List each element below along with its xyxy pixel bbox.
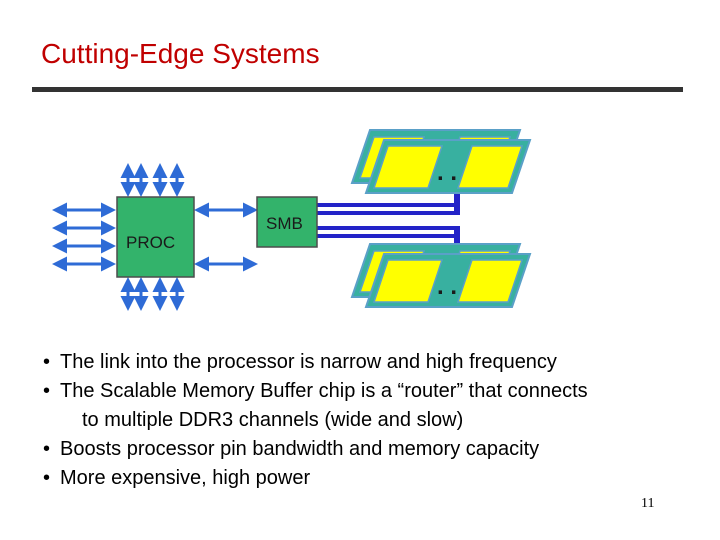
proc-chip	[116, 196, 195, 278]
dimm-chip-bottom-front-2	[456, 259, 524, 303]
bullet-item: • Boosts processor pin bandwidth and mem…	[43, 435, 713, 464]
bullet-text: The link into the processor is narrow an…	[60, 351, 557, 373]
proc-bottom-pins	[120, 277, 185, 311]
channel-bottom-1	[316, 226, 460, 230]
proc-left-pins	[52, 202, 116, 272]
bullet-item: • More expensive, high power	[43, 464, 713, 493]
smb-label: SMB	[266, 214, 303, 233]
channel-riser-top	[454, 190, 460, 215]
bullet-item: • The Scalable Memory Buffer chip is a “…	[43, 377, 713, 435]
bullet-symbol: •	[43, 438, 51, 460]
dimm-stack-bottom: . .	[350, 243, 532, 308]
bullet-symbol: •	[43, 467, 51, 489]
proc-right-pins	[194, 202, 258, 272]
dimm-chip-bottom-front-1	[372, 259, 444, 303]
channel-riser-bottom	[454, 226, 460, 254]
memory-channels	[316, 190, 460, 254]
slide-title: Cutting-Edge Systems	[41, 38, 320, 69]
channel-top-2	[316, 211, 460, 215]
bullet-item: • The link into the processor is narrow …	[43, 348, 713, 377]
page-number: 11	[641, 496, 655, 511]
bullet-symbol: •	[43, 351, 51, 373]
dimm-stack-top: . .	[350, 129, 532, 194]
bullet-text: Boosts processor pin bandwidth and memor…	[60, 438, 540, 460]
dimm-chip-top-front-2	[456, 145, 524, 189]
proc-top-pins	[120, 163, 185, 197]
memory-system-diagram: PROC SMB . . . .	[52, 129, 532, 311]
bullet-list: • The link into the processor is narrow …	[43, 348, 713, 493]
bullet-text: The Scalable Memory Buffer chip is a “ro…	[60, 380, 588, 402]
channel-bottom-2	[316, 234, 460, 238]
bullet-text: More expensive, high power	[60, 467, 311, 489]
channel-top-1	[316, 203, 460, 207]
proc-label: PROC	[126, 233, 175, 252]
ellipsis-top: . .	[437, 159, 457, 186]
dimm-chip-top-front-1	[372, 145, 444, 189]
title-divider	[32, 87, 683, 92]
bullet-symbol: •	[43, 380, 51, 402]
smb-chip	[256, 196, 318, 248]
ellipsis-bottom: . .	[437, 273, 457, 300]
bullet-continuation: to multiple DDR3 channels (wide and slow…	[82, 409, 464, 431]
